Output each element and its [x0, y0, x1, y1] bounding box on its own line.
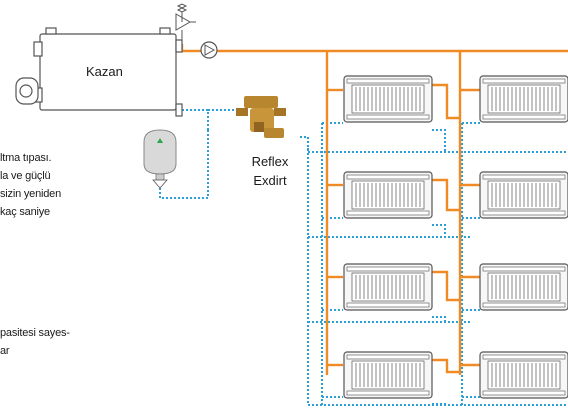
- radiator: [343, 351, 433, 399]
- left-text-line: sizin yeniden: [0, 188, 61, 200]
- radiator: [479, 263, 568, 311]
- left-text-line: kaç saniye: [0, 206, 50, 218]
- expansion-vessel: [143, 129, 177, 189]
- boiler-label: Kazan: [86, 64, 123, 79]
- safety-valve-icon: [175, 3, 196, 44]
- device-label: Reflex Exdirt: [240, 152, 300, 190]
- radiator: [479, 171, 568, 219]
- dirt-separator: [236, 96, 286, 138]
- device-label-line1: Reflex: [251, 154, 289, 169]
- radiator: [343, 263, 433, 311]
- left-text-line: pasitesi sayes-: [0, 327, 70, 339]
- left-text-line: ltma tıpası.: [0, 152, 52, 164]
- boiler: [15, 27, 183, 117]
- radiator: [479, 351, 568, 399]
- left-text-line: ar: [0, 345, 10, 357]
- radiator: [343, 75, 433, 123]
- radiator: [479, 75, 568, 123]
- pump-icon: [200, 41, 218, 59]
- device-label-line2: Exdirt: [253, 173, 287, 188]
- supply-pipes: [180, 44, 568, 375]
- left-text-line: la ve güçlü: [0, 170, 51, 182]
- radiator: [343, 171, 433, 219]
